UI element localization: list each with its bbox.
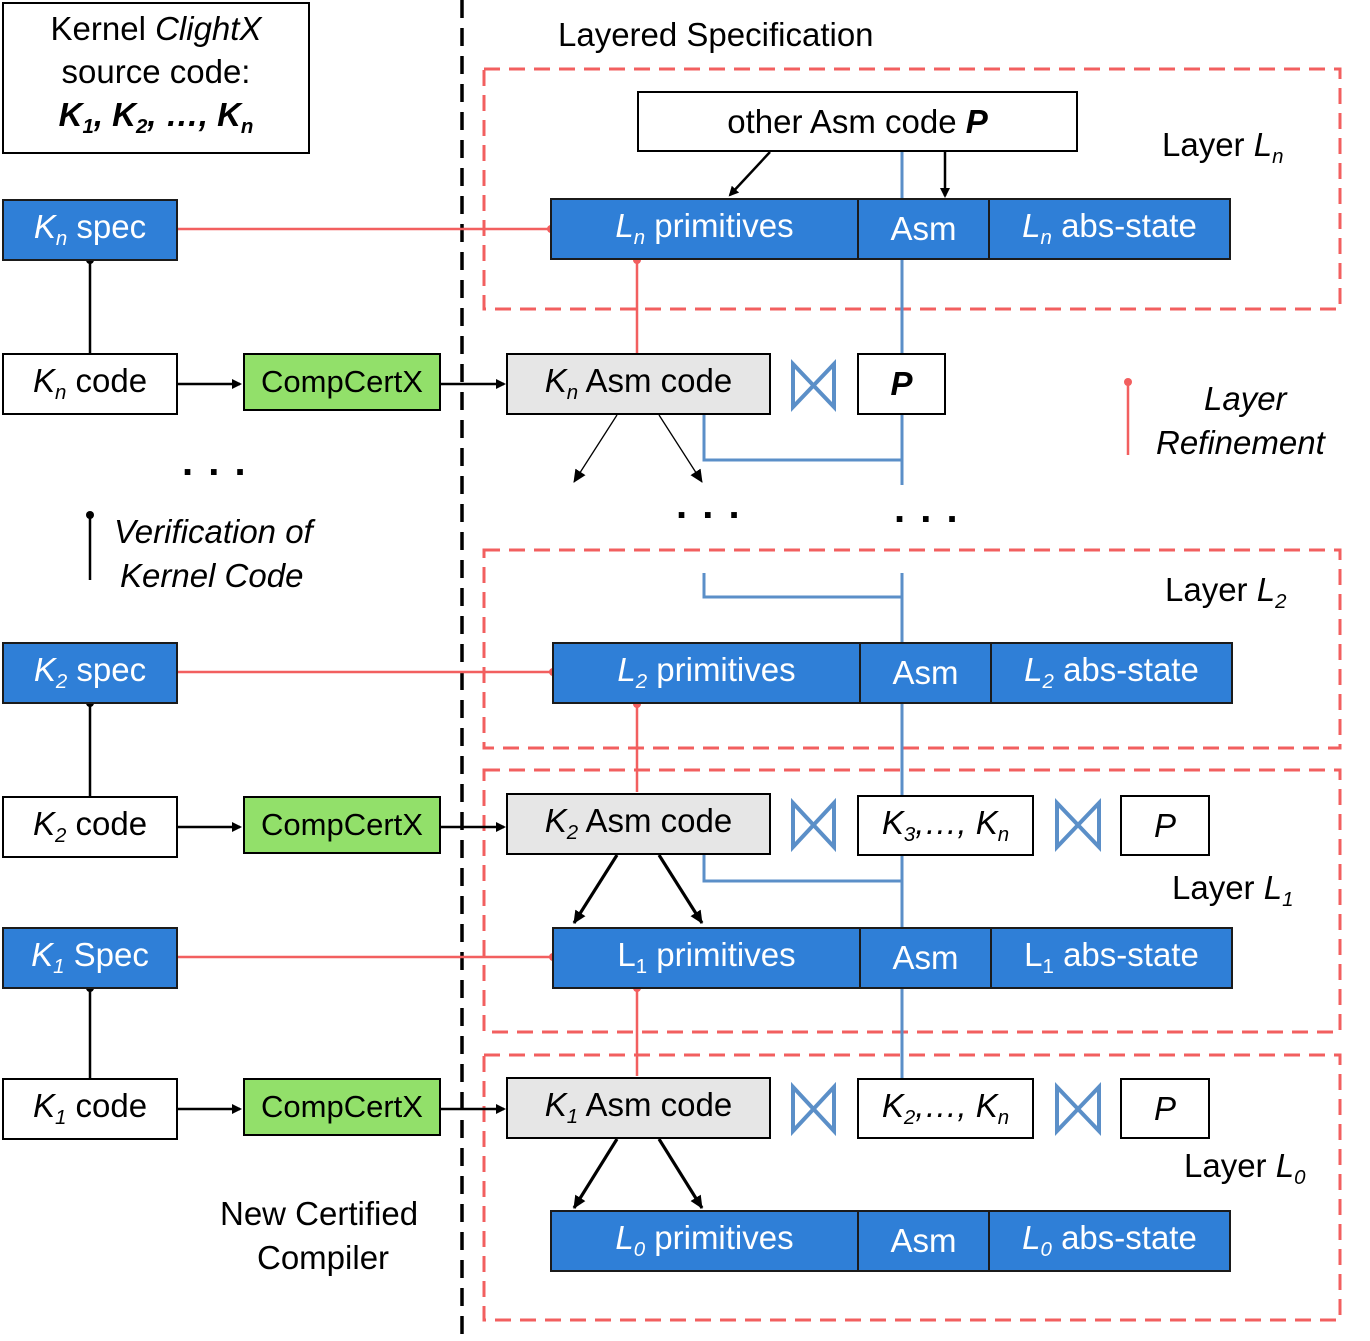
k1-asm-code-box: K1 Asm code <box>506 1077 771 1139</box>
compiler-legend-line2: Compiler <box>257 1239 390 1276</box>
l0-abs-state-cell: L0 abs-state <box>988 1210 1231 1272</box>
kn-spec-box: Kn spec <box>2 199 178 261</box>
link-bowtie-icon <box>791 1081 836 1137</box>
p-box-1: P <box>1120 1078 1210 1139</box>
l0-asm-cell: Asm <box>857 1210 990 1272</box>
l1-primitives-cell: L1 primitives <box>552 927 861 989</box>
refinement-legend-line1: Layer <box>1204 380 1287 417</box>
ln-primitives-cell: Ln primitives <box>550 198 859 260</box>
compcertx-box-n: CompCertX <box>243 353 441 411</box>
middle-ellipsis: . . . <box>676 483 742 527</box>
layer-l1-frame <box>482 768 1342 1034</box>
layer-l1-label: Layer L1 <box>1172 869 1294 912</box>
layer-ln-label: Layer Ln <box>1162 126 1284 169</box>
compcertx-box-1: CompCertX <box>243 1078 441 1136</box>
l2-abs-state-cell: L2 abs-state <box>990 642 1233 704</box>
k2-spec-box: K2 spec <box>2 642 178 704</box>
layer-l2-frame <box>482 548 1342 750</box>
source-line2: source code: <box>61 53 251 91</box>
link-bowtie-icon <box>791 797 836 853</box>
l1-abs-state-cell: L1 abs-state <box>990 927 1233 989</box>
other-asm-code-box: other Asm code P <box>637 91 1078 152</box>
refinement-legend-line2: Refinement <box>1156 424 1325 461</box>
k2-asm-code-box: K2 Asm code <box>506 793 771 855</box>
p-box-n: P <box>857 353 946 415</box>
link-bowtie-icon <box>1055 798 1101 852</box>
verification-legend-line1: Verification of <box>114 513 313 550</box>
k1-spec-box: K1 Spec <box>2 927 178 989</box>
link-bowtie-icon <box>1055 1082 1101 1136</box>
layer-l2-label: Layer L2 <box>1165 571 1287 614</box>
l2-asm-cell: Asm <box>859 642 992 704</box>
layered-spec-heading: Layered Specification <box>558 16 874 53</box>
compiler-legend-line1: New Certified <box>220 1195 419 1232</box>
k1-code-box: K1 code <box>2 1078 178 1140</box>
layer-l0-label: Layer L0 <box>1184 1147 1306 1190</box>
k2-code-box: K2 code <box>2 796 178 858</box>
source-language-name: ClightX <box>155 10 262 48</box>
link-bowtie-icon <box>791 359 836 412</box>
p-box-2: P <box>1120 795 1210 856</box>
layer-l0-frame <box>482 1053 1342 1322</box>
compcertx-box-2: CompCertX <box>243 796 441 854</box>
source-line1-prefix: Kernel <box>50 10 146 48</box>
l1-asm-cell: Asm <box>859 927 992 989</box>
left-ellipsis: . . . <box>182 440 248 484</box>
kn-asm-code-box: Kn Asm code <box>506 353 771 415</box>
right-ellipsis: . . . <box>894 487 960 531</box>
l2-primitives-cell: L2 primitives <box>552 642 861 704</box>
ln-asm-cell: Asm <box>857 198 990 260</box>
source-module-list: K1, K2, …, Kn <box>58 96 254 139</box>
l0-primitives-cell: L0 primitives <box>550 1210 859 1272</box>
layer-ln-frame <box>482 67 1342 311</box>
k3-kn-box: K3,…, Kn <box>857 795 1034 856</box>
source-code-box: Kernel ClightX source code: K1, K2, …, K… <box>2 2 310 154</box>
ln-abs-state-cell: Ln abs-state <box>988 198 1231 260</box>
verification-legend-line2: Kernel Code <box>120 557 304 594</box>
k2-kn-box: K2,…, Kn <box>857 1078 1034 1139</box>
kn-code-box: Kn code <box>2 353 178 415</box>
